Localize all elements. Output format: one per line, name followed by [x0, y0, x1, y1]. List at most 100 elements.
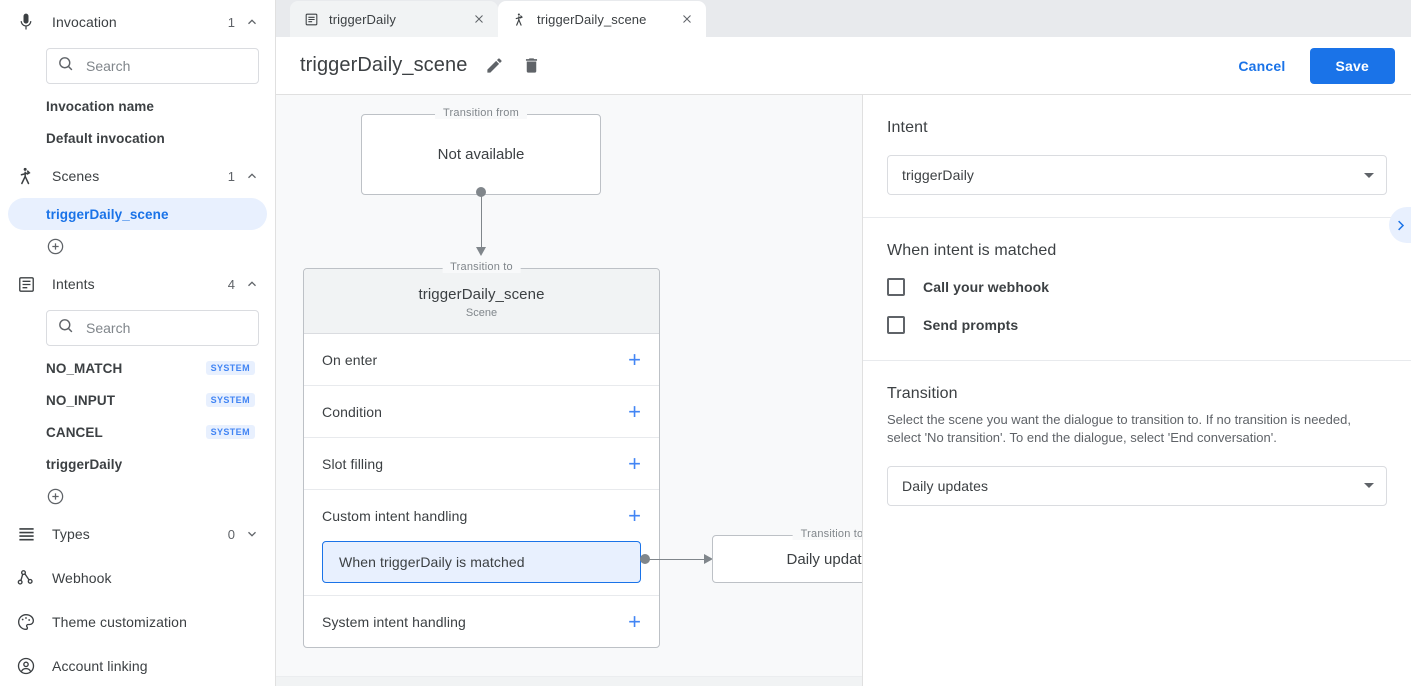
sidebar-item-label: triggerDaily: [46, 456, 123, 472]
sidebar-section-label: Invocation: [52, 14, 117, 30]
scene-row-header[interactable]: System intent handling +: [322, 596, 641, 647]
sidebar-item-account-linking[interactable]: Account linking: [0, 644, 275, 686]
canvas-horizontal-scrollbar[interactable]: [276, 676, 862, 686]
chevron-up-icon[interactable]: [245, 277, 259, 291]
sidebar-item-webhook[interactable]: Webhook: [0, 556, 275, 600]
sidebar-item-theme-customization[interactable]: Theme customization: [0, 600, 275, 644]
transition-to-legend: Transition to: [792, 528, 862, 540]
scene-row-label: On enter: [322, 351, 378, 368]
cancel-button[interactable]: Cancel: [1224, 50, 1299, 82]
sidebar-section-invocation[interactable]: Invocation 1: [0, 0, 275, 44]
scene-node[interactable]: Transition to triggerDaily_scene Scene O…: [303, 261, 660, 648]
intent-select[interactable]: triggerDaily: [887, 155, 1387, 195]
chevron-up-icon[interactable]: [245, 15, 259, 29]
scene-row-on-enter: On enter +: [304, 334, 659, 386]
sidebar-section-intents[interactable]: Intents 4: [0, 262, 275, 306]
scene-row-slot-filling: Slot filling +: [304, 438, 659, 490]
sidebar-item-label: CANCEL: [46, 424, 103, 440]
sidebar-item-triggerdaily-scene[interactable]: triggerDaily_scene: [8, 198, 267, 230]
tab-triggerdaily-scene[interactable]: triggerDaily_scene: [498, 1, 706, 37]
tab-bar: triggerDaily triggerDaily_scene: [276, 0, 1411, 37]
intents-search-input[interactable]: [84, 319, 248, 337]
sidebar-section-count: 1: [227, 14, 235, 30]
scene-row-header[interactable]: On enter +: [322, 334, 641, 385]
transition-from-legend: Transition from: [435, 107, 527, 119]
edge-arrow-down: [476, 247, 486, 256]
search-icon: [57, 55, 74, 77]
intents-search-box[interactable]: [46, 310, 259, 346]
scene-node-title: triggerDaily_scene: [418, 286, 545, 303]
checkbox-unchecked-icon[interactable]: [887, 278, 905, 296]
close-icon[interactable]: [680, 12, 694, 26]
microphone-icon: [14, 10, 38, 34]
add-icon[interactable]: +: [628, 398, 641, 424]
tab-label: triggerDaily_scene: [537, 11, 647, 27]
sidebar-item-label: Theme customization: [52, 614, 187, 630]
close-icon[interactable]: [472, 12, 486, 26]
sidebar-section-label: Scenes: [52, 168, 100, 184]
invocation-search-wrap: [0, 44, 275, 90]
checkbox-row-call-webhook[interactable]: Call your webhook: [887, 278, 1387, 296]
scene-row-header[interactable]: Condition +: [322, 386, 641, 437]
sidebar-item-label: Invocation name: [46, 98, 155, 114]
sidebar-section-count: 4: [227, 276, 235, 292]
sidebar-section-label: Types: [52, 526, 90, 542]
sidebar-item-no-input[interactable]: NO_INPUT SYSTEM: [8, 384, 267, 416]
checkbox-unchecked-icon[interactable]: [887, 316, 905, 334]
scene-row-header[interactable]: Slot filling +: [322, 438, 641, 489]
edge-vertical-line: [481, 192, 482, 250]
trash-icon[interactable]: [522, 56, 541, 75]
add-intent-button[interactable]: [0, 480, 275, 512]
intent-icon: [304, 12, 319, 27]
status-badge: SYSTEM: [205, 393, 255, 407]
checkbox-row-send-prompts[interactable]: Send prompts: [887, 316, 1387, 334]
add-icon[interactable]: +: [628, 450, 641, 476]
add-scene-button[interactable]: [0, 230, 275, 262]
status-badge: SYSTEM: [205, 425, 255, 439]
scene-person-icon: [14, 164, 38, 188]
transition-to-node[interactable]: Transition to Daily updates: [712, 528, 862, 583]
scene-row-condition: Condition +: [304, 386, 659, 438]
transition-heading: Transition: [887, 385, 958, 402]
tab-triggerdaily[interactable]: triggerDaily: [290, 1, 498, 37]
invocation-search-input[interactable]: [84, 57, 248, 75]
sidebar-item-cancel[interactable]: CANCEL SYSTEM: [8, 416, 267, 448]
sidebar-section-scenes[interactable]: Scenes 1: [0, 154, 275, 198]
scene-row-label: Custom intent handling: [322, 507, 468, 524]
sidebar-section-types[interactable]: Types 0: [0, 512, 275, 556]
add-icon[interactable]: +: [628, 502, 641, 528]
panel-section-intent: Intent triggerDaily: [863, 95, 1411, 218]
intents-search-wrap: [0, 306, 275, 352]
transition-select[interactable]: Daily updates: [887, 465, 1387, 506]
invocation-search-box[interactable]: [46, 48, 259, 84]
left-sidebar: Invocation 1 Invocation name Default inv…: [0, 0, 276, 686]
chevron-down-icon[interactable]: [245, 527, 259, 541]
intent-heading: Intent: [887, 119, 928, 136]
scene-node-subtitle: Scene: [465, 307, 498, 319]
intent-handler-item[interactable]: When triggerDaily is matched: [322, 541, 641, 583]
scene-row-custom-intent-handling: Custom intent handling + When triggerDai…: [304, 490, 659, 596]
scene-row-label: System intent handling: [322, 613, 466, 630]
sidebar-item-no-match[interactable]: NO_MATCH SYSTEM: [8, 352, 267, 384]
sidebar-item-triggerdaily[interactable]: triggerDaily: [8, 448, 267, 480]
edge-arrow-right: [704, 554, 713, 564]
chevron-up-icon[interactable]: [245, 169, 259, 183]
chevron-right-icon[interactable]: [1389, 207, 1411, 243]
scene-canvas[interactable]: Transition from Not available Transition…: [276, 95, 862, 686]
chevron-down-icon: [1364, 172, 1374, 178]
pencil-icon[interactable]: [485, 56, 504, 75]
page-title: triggerDaily_scene: [300, 54, 468, 76]
save-button[interactable]: Save: [1309, 47, 1395, 84]
transition-to-value: Daily updates: [786, 550, 862, 568]
sidebar-item-invocation-name[interactable]: Invocation name: [8, 90, 267, 122]
main-area: triggerDaily triggerDaily_scene triggerD…: [276, 0, 1411, 686]
transition-from-node[interactable]: Transition from Not available: [361, 107, 601, 195]
checkbox-label: Call your webhook: [923, 279, 1050, 295]
add-icon[interactable]: +: [628, 346, 641, 372]
sidebar-item-label: Default invocation: [46, 130, 165, 146]
scene-row-header[interactable]: Custom intent handling +: [322, 490, 641, 541]
add-icon[interactable]: +: [628, 608, 641, 634]
transition-to-legend: Transition to: [442, 261, 521, 273]
sidebar-item-default-invocation[interactable]: Default invocation: [8, 122, 267, 154]
